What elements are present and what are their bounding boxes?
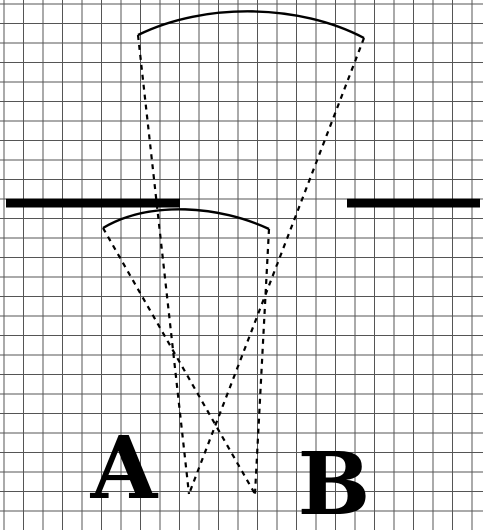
label-b: B bbox=[298, 434, 371, 530]
sightline-b-left bbox=[102, 227, 256, 495]
arc-b bbox=[102, 208, 270, 231]
label-a: A bbox=[90, 418, 159, 519]
sightline-b-right bbox=[253, 228, 271, 495]
sightline-a-right bbox=[187, 37, 366, 495]
sightline-a-left bbox=[136, 34, 191, 495]
arc-a bbox=[137, 10, 365, 40]
